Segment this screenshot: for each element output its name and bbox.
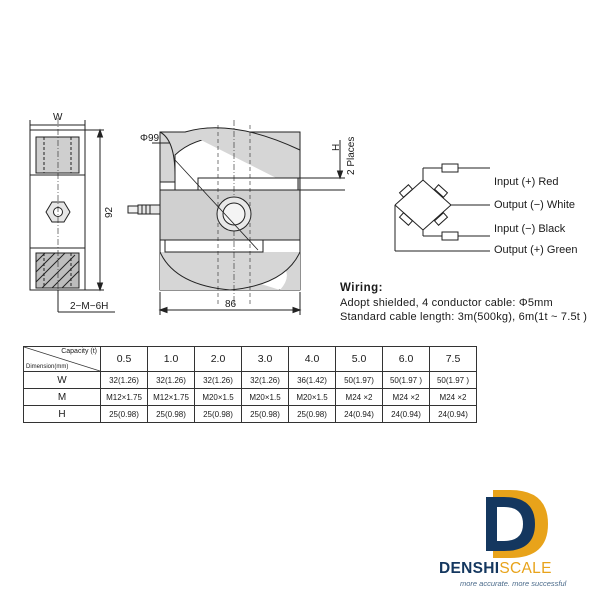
corner-diagonal	[24, 347, 100, 371]
label-86: 86	[225, 299, 237, 310]
table-row: M M12×1.75 M12×1.75 M20×1.5 M20×1.5 M20×…	[23, 388, 477, 406]
side-view	[29, 118, 115, 313]
dimension-table: Capacity (t) Dimension(mm) 0.5 1.0 2.0 3…	[23, 346, 477, 423]
table-cell: M20×1.5	[194, 388, 242, 406]
table-cell: 50(1.97)	[335, 371, 383, 389]
wiring-bridge-diagram	[394, 163, 490, 252]
brand-name: DENSHISCALE	[439, 560, 552, 578]
label-92: 92	[104, 206, 115, 218]
table-cell: 24(0.94)	[382, 405, 430, 423]
capacity-header: 5.0	[335, 346, 383, 372]
table-header-row: Capacity (t) Dimension(mm) 0.5 1.0 2.0 3…	[23, 346, 477, 372]
capacity-header: 6.0	[382, 346, 430, 372]
table-cell: 25(0.98)	[147, 405, 195, 423]
table-cell: 25(0.98)	[288, 405, 336, 423]
table-cell: 50(1.97 )	[382, 371, 430, 389]
label-thread: 2−M−6H	[70, 301, 109, 312]
row-label: W	[23, 371, 101, 389]
logo-emblem	[486, 490, 548, 558]
wire-label-output-plus: Output (+) Green	[494, 244, 578, 256]
row-label: H	[23, 405, 101, 423]
wiring-cable-length: Standard cable length: 3m(500kg), 6m(1t …	[340, 311, 588, 323]
table-cell: 50(1.97 )	[429, 371, 477, 389]
label-w: W	[53, 112, 63, 123]
corner-capacity-label: Capacity (t)	[61, 348, 97, 355]
brand-tagline: more accurate. more successful	[460, 579, 567, 588]
table-cell: 24(0.94)	[335, 405, 383, 423]
table-row: W 32(1.26) 32(1.26) 32(1.26) 32(1.26) 36…	[23, 371, 477, 389]
wire-label-output-minus: Output (−) White	[494, 199, 576, 211]
label-h: H	[331, 143, 342, 151]
table-cell: 25(0.98)	[194, 405, 242, 423]
wiring-title: Wiring:	[340, 282, 383, 294]
capacity-header: 3.0	[241, 346, 289, 372]
wire-label-input-minus: Input (−) Black	[494, 223, 566, 235]
table-corner-cell: Capacity (t) Dimension(mm)	[23, 346, 101, 372]
table-cell: 36(1.42)	[288, 371, 336, 389]
front-view	[127, 120, 345, 315]
table-cell: M24 ×2	[335, 388, 383, 406]
brand-name-part2: SCALE	[499, 560, 552, 577]
label-2-places: 2 Places	[346, 136, 357, 175]
table-cell: M24 ×2	[382, 388, 430, 406]
table-cell: 32(1.26)	[194, 371, 242, 389]
label-phi99: Φ99	[140, 133, 160, 144]
table-cell: 32(1.26)	[100, 371, 148, 389]
table-cell: M20×1.5	[288, 388, 336, 406]
capacity-header: 4.0	[288, 346, 336, 372]
wiring-cable-spec: Adopt shielded, 4 conductor cable: Φ5mm	[340, 297, 553, 309]
table-cell: M12×1.75	[100, 388, 148, 406]
table-cell: M24 ×2	[429, 388, 477, 406]
table-cell: 24(0.94)	[429, 405, 477, 423]
capacity-header: 7.5	[429, 346, 477, 372]
capacity-header: 1.0	[147, 346, 195, 372]
table-cell: 32(1.26)	[241, 371, 289, 389]
capacity-header: 0.5	[100, 346, 148, 372]
table-cell: 25(0.98)	[100, 405, 148, 423]
table-cell: 32(1.26)	[147, 371, 195, 389]
table-row: H 25(0.98) 25(0.98) 25(0.98) 25(0.98) 25…	[23, 405, 477, 423]
corner-dimension-label: Dimension(mm)	[26, 364, 69, 370]
wire-label-input-plus: Input (+) Red	[494, 176, 559, 188]
table-cell: M20×1.5	[241, 388, 289, 406]
brand-name-part1: DENSHI	[439, 560, 500, 577]
row-label: M	[23, 388, 101, 406]
table-cell: M12×1.75	[147, 388, 195, 406]
capacity-header: 2.0	[194, 346, 242, 372]
table-cell: 25(0.98)	[241, 405, 289, 423]
